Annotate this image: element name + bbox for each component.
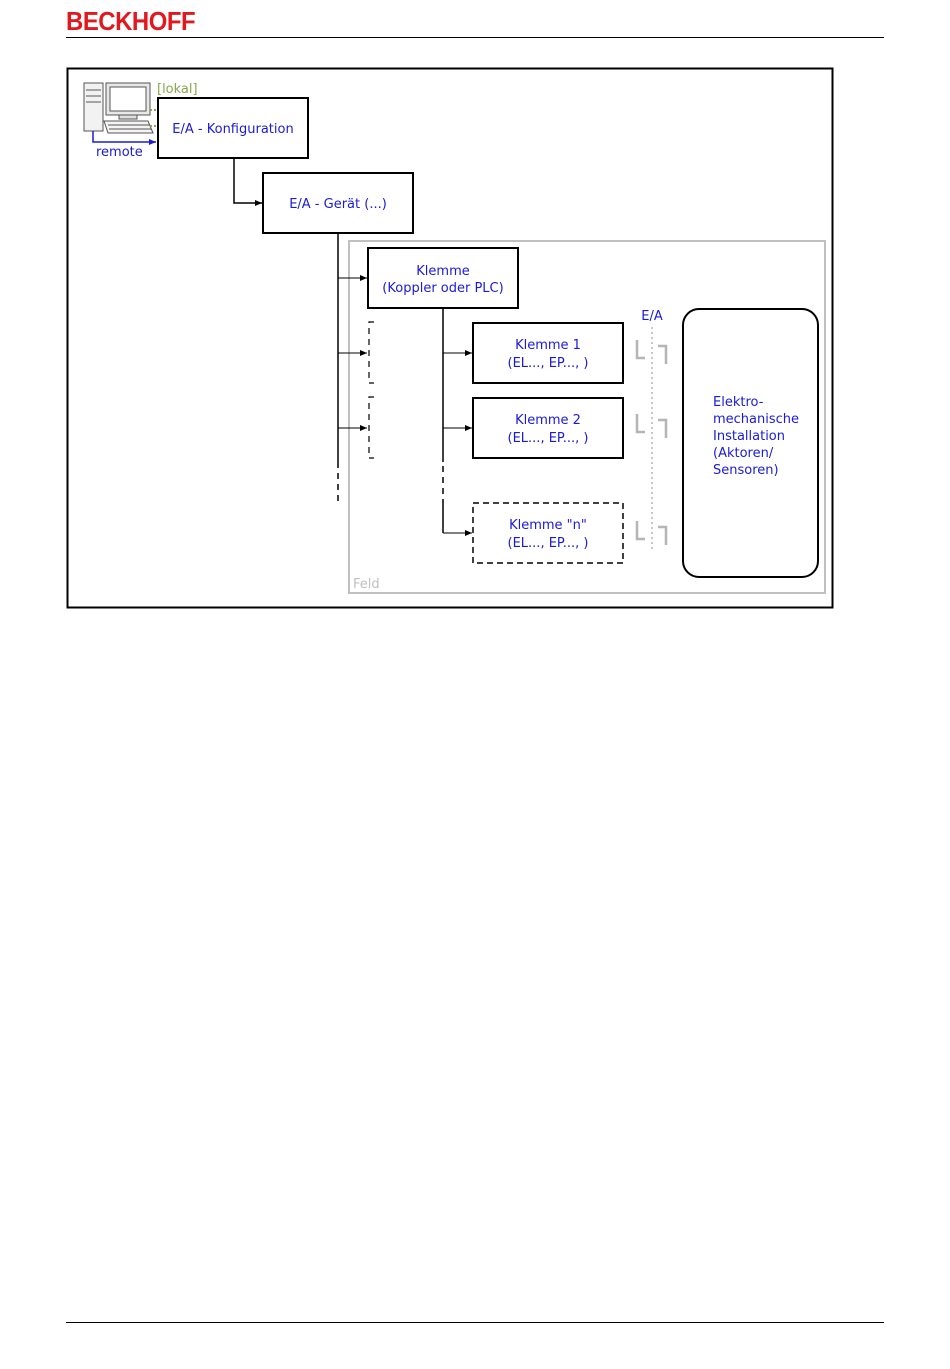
io-configuration-label: E/A - Konfiguration [172,122,293,137]
terminal-2-label-line2: (EL..., EP..., ) [508,431,589,446]
io-device-label: E/A - Gerät (...) [289,197,387,212]
coupler-label-line1: Klemme [416,264,469,279]
io-label: E/A [641,309,663,324]
terminal-1-label-line2: (EL..., EP..., ) [508,356,589,371]
field-label: Feld [353,577,380,592]
terminal-2-box [473,398,623,458]
installation-label-line4: (Aktoren/ [713,446,774,461]
installation-label-line2: mechanische [713,412,799,427]
local-label: [lokal] [157,82,198,97]
installation-label-line3: Installation [713,429,785,444]
remote-label: remote [96,145,143,160]
coupler-label-line2: (Koppler oder PLC) [382,281,503,296]
terminal-n-label-line2: (EL..., EP..., ) [508,536,589,551]
placeholder-device-bracket-2 [369,397,374,458]
terminal-1-box [473,323,623,383]
terminal-2-label-line1: Klemme 2 [515,413,581,428]
terminal-n-label-line1: Klemme "n" [509,518,587,533]
installation-label-line1: Elektro- [713,395,764,410]
installation-label-line5: Sensoren) [713,463,779,478]
placeholder-device-bracket-1 [369,322,374,383]
config-to-device-connector [234,158,262,203]
computer-icon [84,83,153,133]
terminal-n-box [473,503,623,563]
terminal-1-label-line1: Klemme 1 [515,338,581,353]
